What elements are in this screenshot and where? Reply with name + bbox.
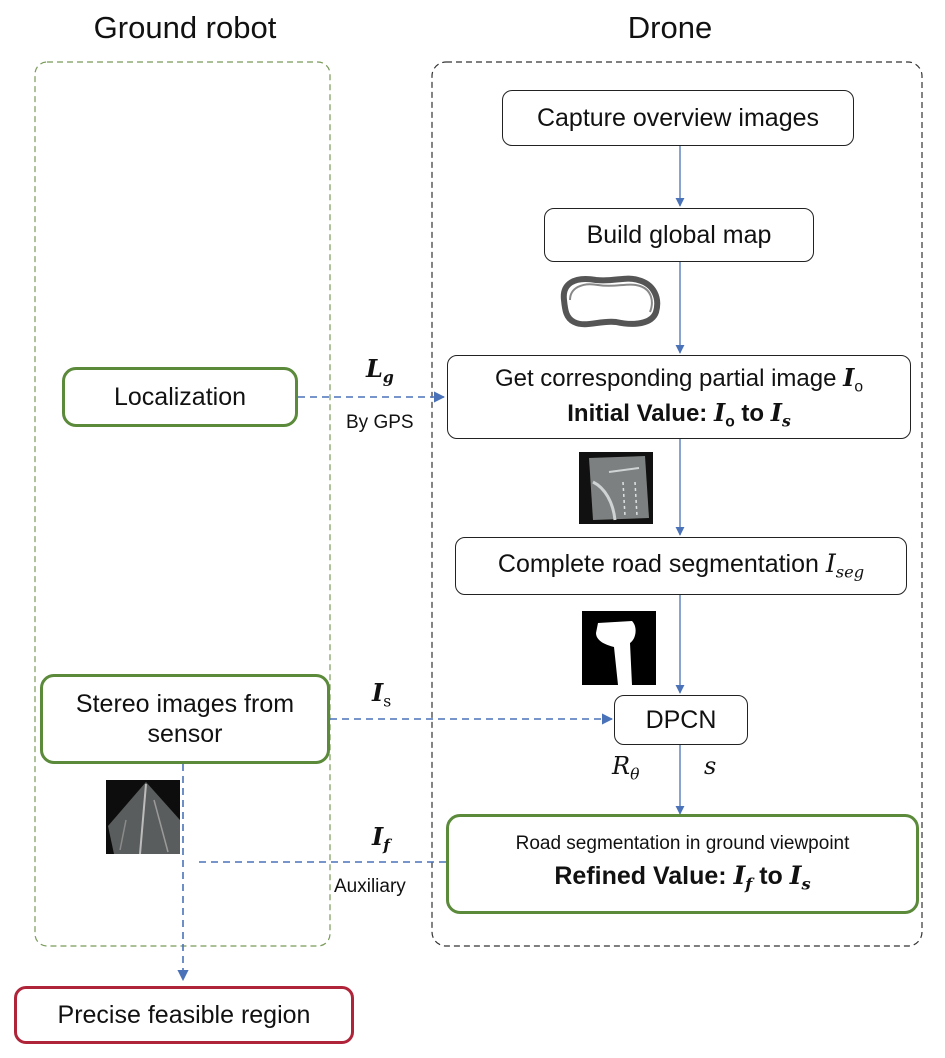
auxiliary-label: Auxiliary [334, 876, 406, 897]
build-global-map-label: Build global map [586, 221, 772, 249]
localization-label: Localization [113, 383, 247, 411]
refined-value-line: Refined Value: If to Is [554, 861, 811, 894]
refined-line1: Road segmentation in ground viewpoint [515, 833, 850, 855]
stereo-images-label: Stereo images from sensor [75, 690, 295, 748]
r-theta-label: Rθ [612, 752, 640, 784]
dpcn-label: DPCN [645, 706, 717, 734]
capture-overview-box: Capture overview images [502, 90, 854, 146]
if-label: If [372, 822, 390, 855]
is-label: Is [372, 678, 392, 711]
drone-frame [431, 61, 923, 947]
partial-image-thumbnail [579, 452, 653, 524]
ground-robot-title: Ground robot [93, 10, 277, 45]
refined-value-box: Road segmentation in ground viewpoint Re… [446, 814, 919, 914]
lg-label: Lg [366, 354, 394, 387]
global-map-thumbnail [560, 275, 661, 328]
initial-value-line: Initial Value: Io to Is [567, 398, 791, 431]
build-global-map-box: Build global map [544, 208, 814, 262]
stereo-image-thumbnail [106, 780, 180, 854]
stereo-images-box: Stereo images from sensor [40, 674, 330, 764]
by-gps-label: By GPS [346, 412, 414, 433]
precise-feasible-region-label: Precise feasible region [57, 1001, 311, 1029]
drone-title: Drone [627, 10, 713, 45]
precise-feasible-region-box: Precise feasible region [14, 986, 354, 1044]
partial-image-line: Get corresponding partial image Io [494, 362, 864, 395]
dpcn-box: DPCN [614, 695, 748, 745]
s-label: s [704, 752, 717, 780]
localization-box: Localization [62, 367, 298, 427]
partial-image-box: Get corresponding partial image Io Initi… [447, 355, 911, 439]
capture-overview-label: Capture overview images [536, 104, 820, 132]
road-segmentation-box: Complete road segmentation Iseg [455, 537, 907, 595]
road-segmentation-label: Complete road segmentation Iseg [497, 549, 865, 583]
segmentation-mask-thumbnail [582, 611, 656, 685]
